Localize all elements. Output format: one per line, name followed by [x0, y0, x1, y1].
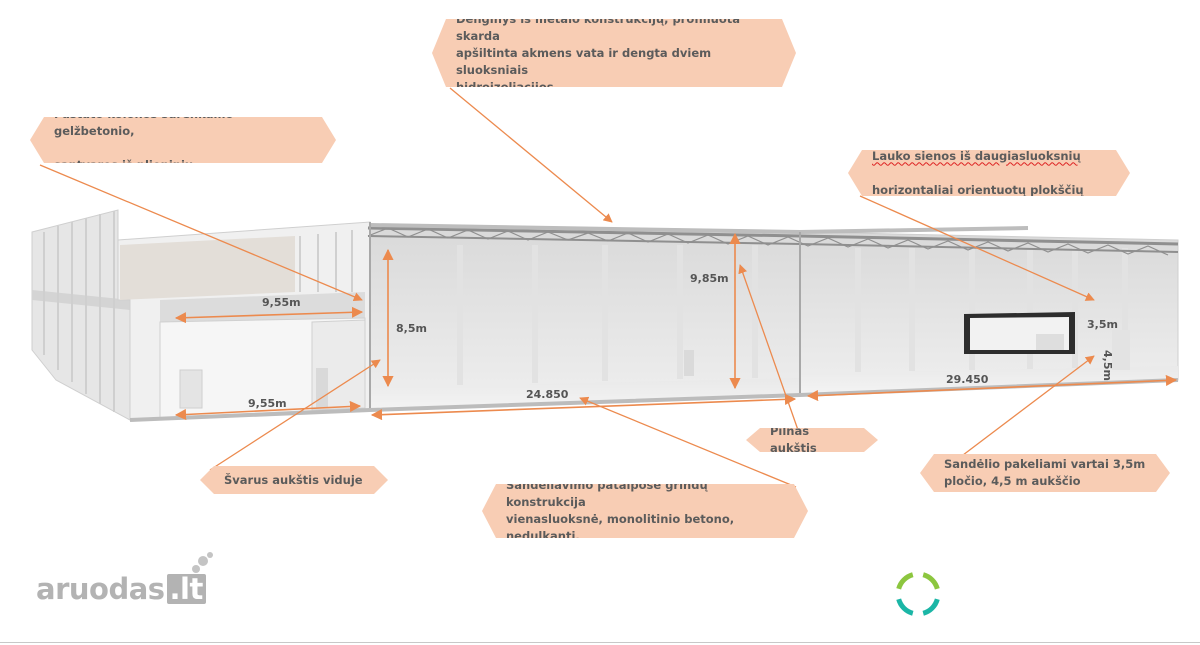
dimension-lines	[174, 232, 1178, 421]
dimension-clear-height: 8,5m	[396, 322, 427, 335]
callout-clear-height: Švarus aukštis viduje	[200, 466, 388, 494]
roof-truss	[367, 222, 1179, 410]
aruodas-logo-tld: .lt	[166, 574, 206, 604]
leader-lines	[39, 87, 1095, 488]
dimension-hall2-length: 29.450	[946, 373, 989, 386]
callout-columns: Pastato kolonos surenkamo gelžbetonio, s…	[30, 117, 336, 163]
dimension-gate-width: 3,5m	[1087, 318, 1118, 331]
callout-full-height: Pilnas aukštis	[746, 428, 878, 452]
office-block	[31, 209, 371, 421]
dimension-hall1-length: 24.850	[526, 388, 569, 401]
dimension-office-width-lower: 9,55m	[248, 397, 287, 410]
callout-roof: Denginys iš metalo konstrukcijų, profili…	[432, 19, 796, 87]
dimension-full-height: 9,85m	[690, 272, 729, 285]
callout-gates: Sandėlio pakeliami vartai 3,5m pločio, 4…	[920, 454, 1170, 492]
footer-divider	[0, 642, 1200, 643]
dimension-gate-height: 4,5m	[1101, 350, 1114, 381]
brand-house-smoke	[192, 552, 213, 573]
aruodas-logo-name: aruodas	[36, 572, 165, 606]
aruodas-logo: aruodas.lt	[36, 572, 206, 606]
callout-walls: Lauko sienos iš daugiasluoksnių horizont…	[848, 150, 1130, 196]
callout-walls-line2: horizontaliai orientuotų plokščių	[872, 182, 1084, 197]
warehouse-hall-2	[799, 231, 1179, 396]
dimension-office-width-upper: 9,55m	[262, 296, 301, 309]
callout-floor: Sandėliavimo patalpose grindų konstrukci…	[482, 484, 808, 538]
circle-logo-icon	[896, 572, 940, 616]
callout-walls-line1: Lauko sienos iš daugiasluoksnių	[872, 148, 1081, 163]
